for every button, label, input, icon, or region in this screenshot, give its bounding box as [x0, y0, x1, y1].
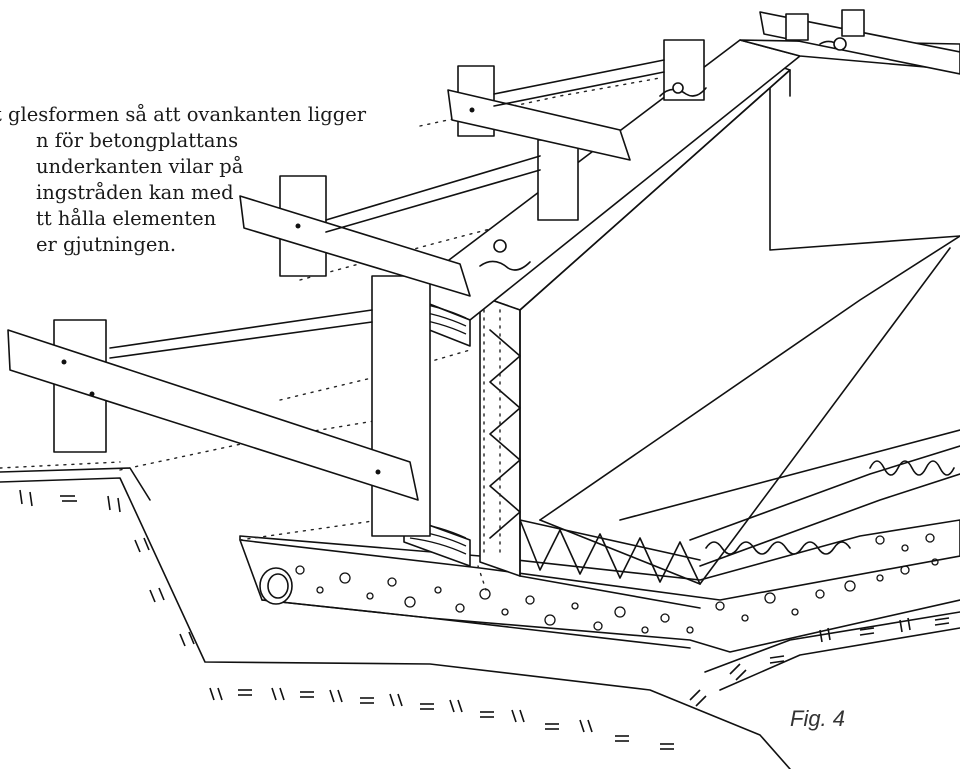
gravel-bed: [239, 519, 960, 653]
caption-line: n för betongplattans: [36, 129, 239, 152]
zigzag-edge: [519, 519, 701, 609]
caption-line: t glesformen så att ovankanten ligger: [0, 103, 367, 126]
caption-line: er gjutningen.: [36, 233, 177, 256]
caption-text: t glesformen så att ovankanten ligger n …: [0, 102, 367, 258]
caption-line: tt hålla elementen: [36, 207, 217, 230]
tie-wires: [479, 9, 865, 271]
caption-line: ingstråden kan med: [36, 181, 234, 204]
drain-pipe: [259, 567, 293, 605]
background-stakes: [109, 59, 665, 359]
form-interior: [539, 69, 960, 585]
figure-label: Fig. 4: [790, 706, 846, 731]
diagonal-braces: [7, 11, 960, 501]
caption-line: underkanten vilar på: [36, 155, 244, 178]
trench-outline: [0, 467, 960, 770]
